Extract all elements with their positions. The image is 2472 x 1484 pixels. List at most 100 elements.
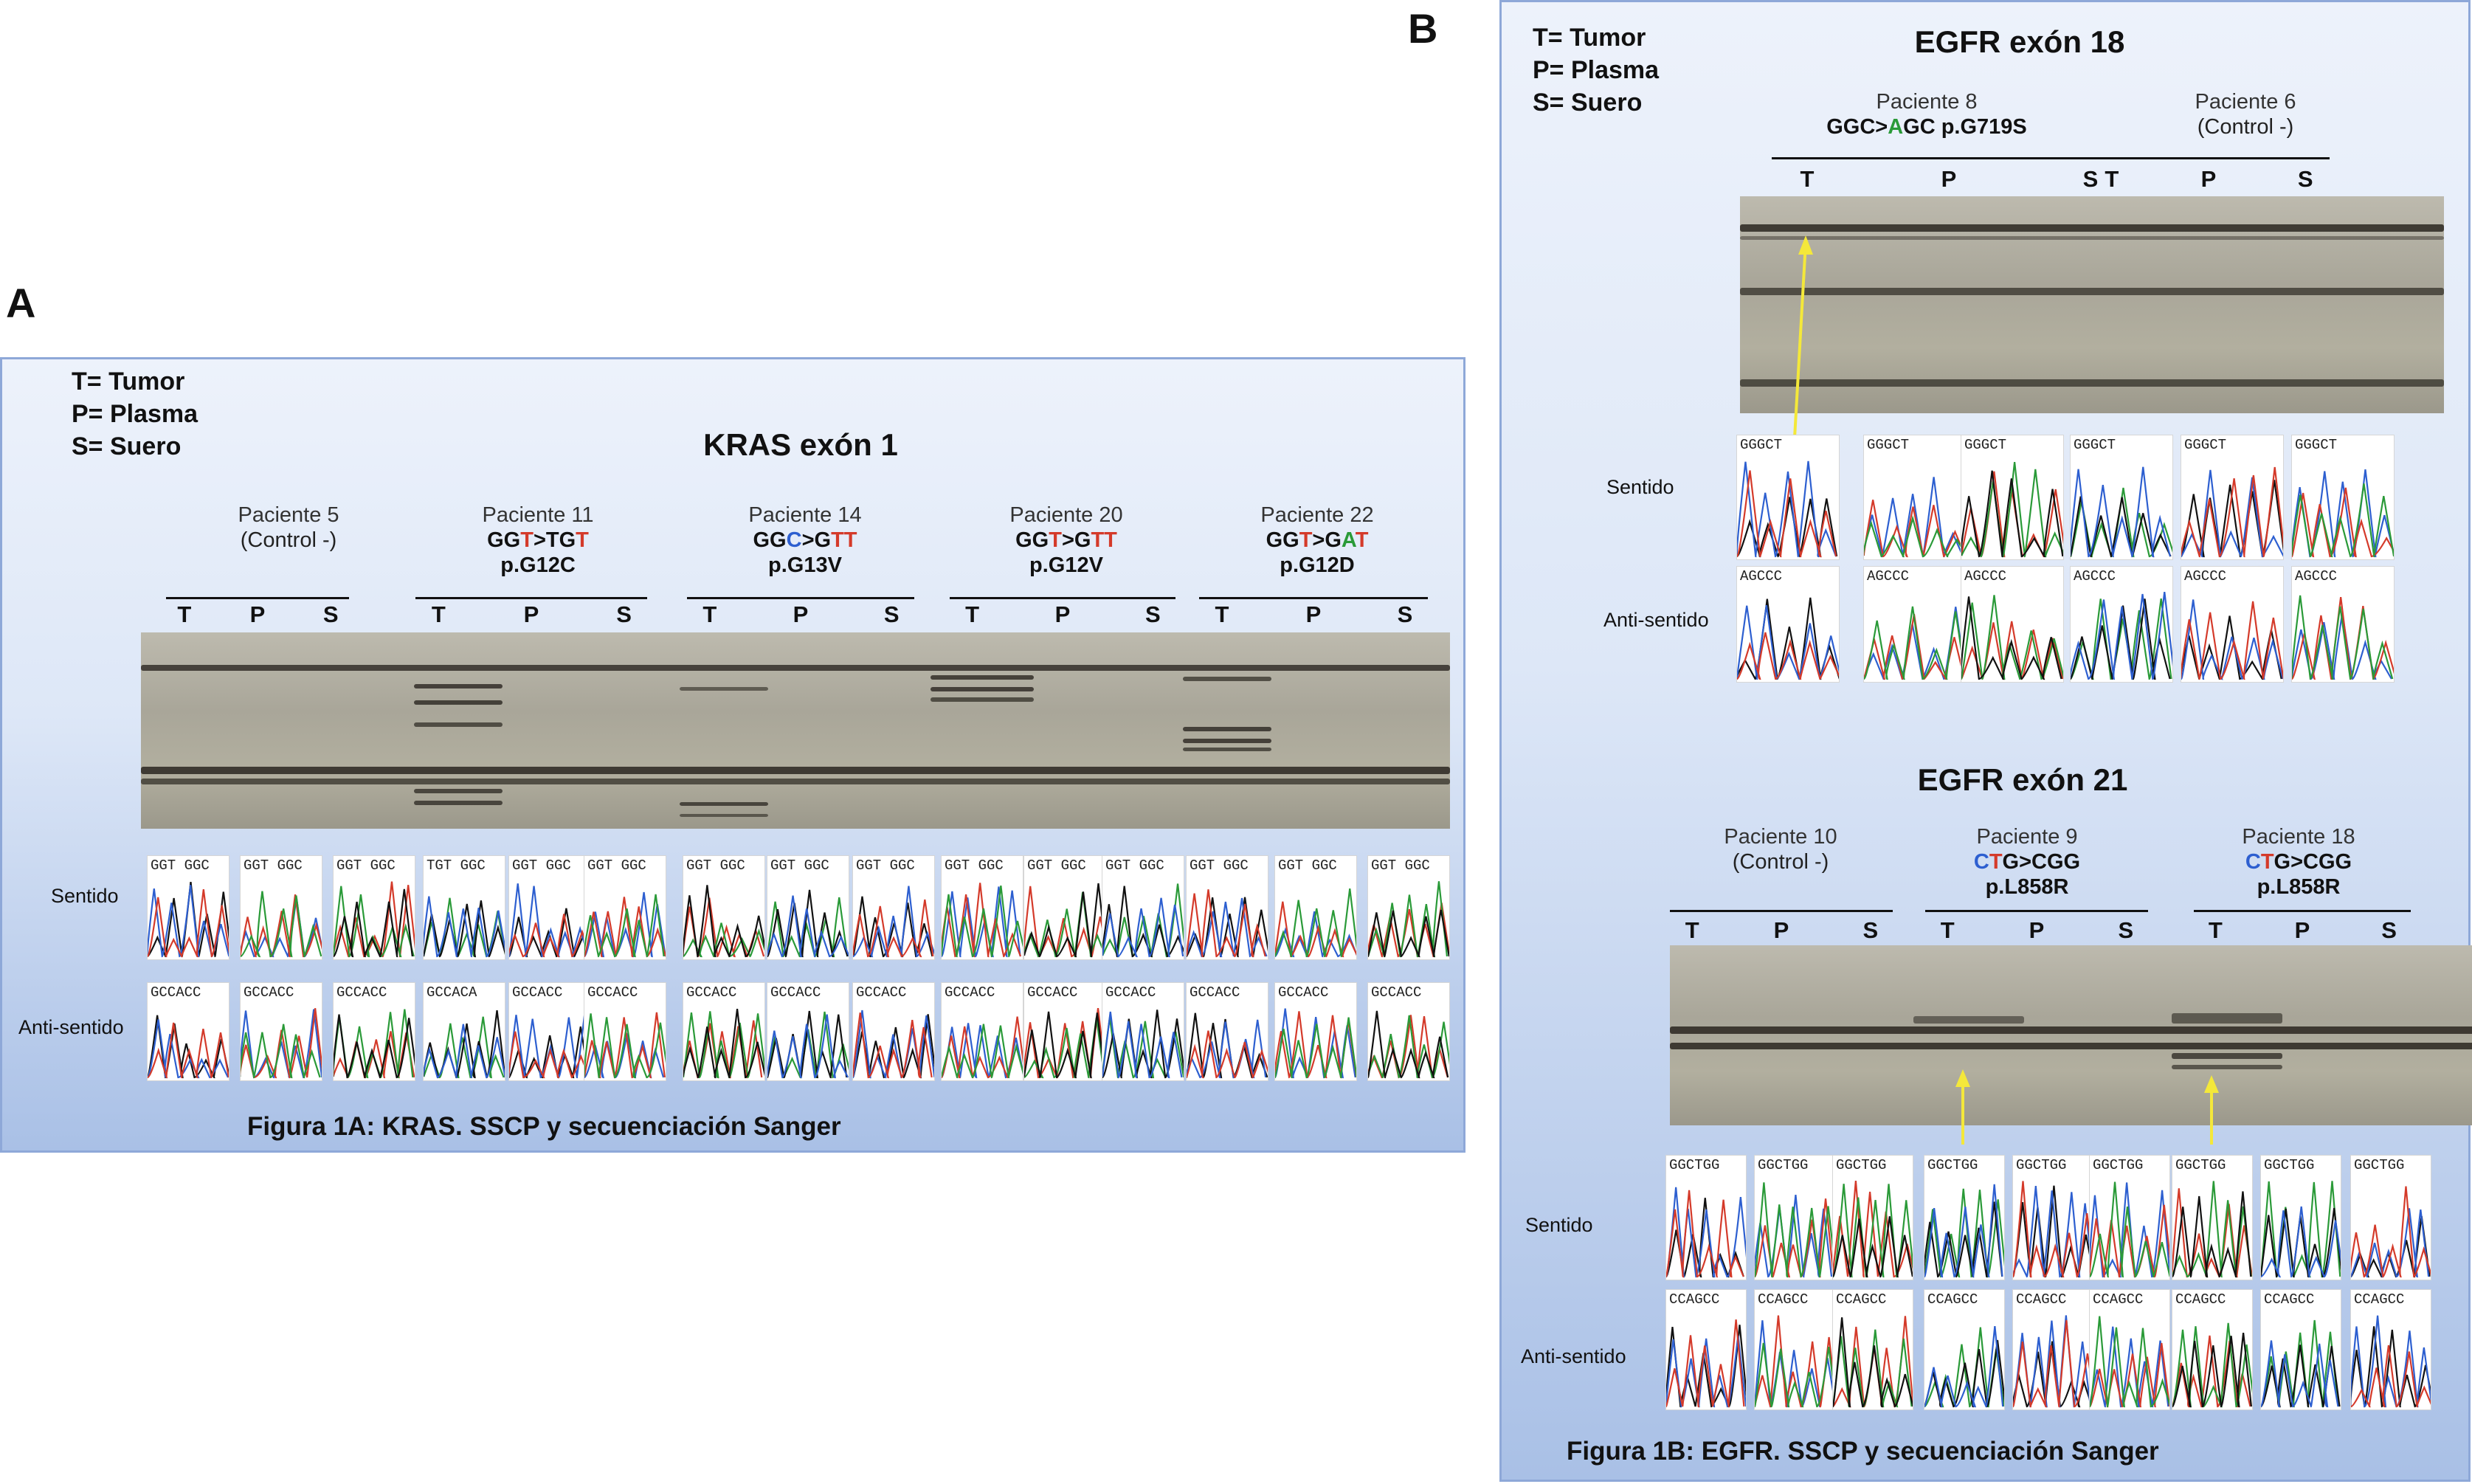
lane-s: S <box>322 601 339 627</box>
mutation-segment: >G <box>1312 528 1342 552</box>
trace-line <box>584 1013 666 1079</box>
trace-line <box>1961 470 2063 558</box>
trace-line <box>2013 1319 2093 1408</box>
sequence-text: GGT GGC <box>1027 857 1086 874</box>
legend-plasma: P= Plasma <box>72 400 198 428</box>
kras-sense-chromatogram: GGT GGC <box>941 855 1023 960</box>
sequence-text: GGGCT <box>2295 437 2338 453</box>
trace-line <box>2292 487 2394 558</box>
trace-line <box>853 886 934 958</box>
lane-s: S <box>2381 917 2397 943</box>
lane-p: P <box>1941 166 1957 192</box>
sequence-text: GGCTGG <box>2016 1157 2067 1173</box>
lane-p: P <box>1773 917 1789 943</box>
gel-band <box>931 675 1034 680</box>
patient-name: Paciente 18 <box>2242 825 2355 849</box>
panel-a-letter: A <box>6 280 36 326</box>
mutation-segment: TT <box>1091 528 1117 552</box>
legend-b-plasma: P= Plasma <box>1533 56 1660 84</box>
lane-t: T <box>1685 917 1699 943</box>
sequence-text: GGGCT <box>2184 437 2227 453</box>
sequence-text: GCCACC <box>770 984 821 1001</box>
sequence-text: GGCTGG <box>1669 1157 1720 1173</box>
patient-2-bracket <box>2088 157 2330 159</box>
kras-antisense-chromatogram: GCCACC <box>1023 982 1106 1081</box>
kras-sense-chromatogram: GGT GGC <box>1102 855 1184 960</box>
mutation-segment: GGC> <box>1826 115 1888 139</box>
trace-line <box>509 883 590 958</box>
legend-tumor: T= Tumor <box>72 367 185 396</box>
mutation-segment: GG <box>487 528 521 552</box>
egfr21-antisense-chromatogram: CCAGCC <box>1924 1289 2005 1410</box>
mutation-segment: T <box>1355 528 1369 552</box>
trace-line <box>2013 1341 2093 1408</box>
trace-line <box>2172 1333 2252 1408</box>
mutation-segment: C <box>786 528 802 552</box>
trace-line <box>942 1016 1023 1079</box>
mutation-label: GGC>AGC p.G719S <box>1826 114 2027 139</box>
trace-line <box>1864 477 1964 558</box>
mutation-segment: >G <box>801 528 832 552</box>
egfr21-antisense-chromatogram: CCAGCC <box>2012 1289 2093 1410</box>
lane-t: T <box>1215 601 1229 627</box>
gel-band <box>1183 739 1271 743</box>
mutation-label: GGT>GAT <box>1260 528 1373 553</box>
gel-band <box>2172 1053 2282 1059</box>
sequence-text: AGCCC <box>2074 568 2116 584</box>
kras-sense-chromatogram: GGT GGC <box>240 855 322 960</box>
sequence-text: CCAGCC <box>1758 1291 1809 1308</box>
trace-line <box>2181 466 2283 558</box>
kras-antisense-chromatogram: GCCACC <box>508 982 591 1081</box>
sequence-text: CCAGCC <box>2175 1291 2226 1308</box>
gel-band <box>1670 1043 2472 1049</box>
sequence-text: GGT GGC <box>945 857 1004 874</box>
sequence-text: GGT GGC <box>770 857 829 874</box>
sequence-text: AGCCC <box>2184 568 2227 584</box>
trace-line <box>1961 596 2062 680</box>
control-label: (Control -) <box>1732 850 1829 874</box>
egfr18-sense-chromatogram: GGGCT <box>2181 435 2284 560</box>
egfr21-antisense-chromatogram: CCAGCC <box>1665 1289 1747 1410</box>
gel-band <box>414 789 503 793</box>
panel-a-sense-label: Sentido <box>51 885 119 907</box>
panel-b: T= Tumor P= Plasma S= Suero EGFR exón 18… <box>1499 0 2472 1482</box>
sequence-text: GGCTGG <box>2354 1157 2405 1173</box>
protein-change: p.G12D <box>1280 553 1355 577</box>
lane-t: T <box>702 601 717 627</box>
egfr21-sense-chromatogram: GGCTGG <box>2260 1155 2341 1280</box>
sequence-text: GGT GGC <box>587 857 646 874</box>
trace-line <box>148 1022 229 1079</box>
mutation-segment: TT <box>831 528 857 552</box>
trace-line <box>1924 1326 2004 1408</box>
sequence-text: CCAGCC <box>1927 1291 1978 1308</box>
egfr21-sense-chromatogram: GGCTGG <box>1924 1155 2005 1280</box>
sequence-text: GGGCT <box>1964 437 2007 453</box>
lane-p: P <box>1054 601 1071 627</box>
kras-antisense-chromatogram: GCCACC <box>333 982 415 1081</box>
mutation-segment: T <box>576 528 589 552</box>
patient-1-bracket <box>166 597 349 599</box>
mutation-segment: T <box>1299 528 1313 552</box>
trace-line <box>1666 1319 1745 1408</box>
sequence-text: GGT GGC <box>512 857 571 874</box>
trace-line <box>683 1009 764 1079</box>
trace-line <box>683 922 764 958</box>
mutation-segment: GG <box>753 528 787 552</box>
patient-name: Paciente 20 <box>1009 503 1123 527</box>
gel-band <box>1183 677 1271 681</box>
mutation-segment: GC p.G719S <box>1903 115 2027 139</box>
patient-name: Paciente 11 <box>482 503 594 527</box>
trace-line <box>1864 606 1966 680</box>
trace-line <box>2013 1181 2093 1278</box>
trace-line <box>2292 597 2394 680</box>
gel-band <box>1183 748 1271 751</box>
patient-1-bracket <box>1772 157 2126 159</box>
kras-sense-chromatogram: TGT GGC <box>423 855 505 960</box>
mutation-segment: G <box>559 528 576 552</box>
sequence-text: GCCACC <box>151 984 201 1001</box>
protein-change: p.L858R <box>2257 875 2341 899</box>
trace-line <box>1275 1017 1356 1079</box>
